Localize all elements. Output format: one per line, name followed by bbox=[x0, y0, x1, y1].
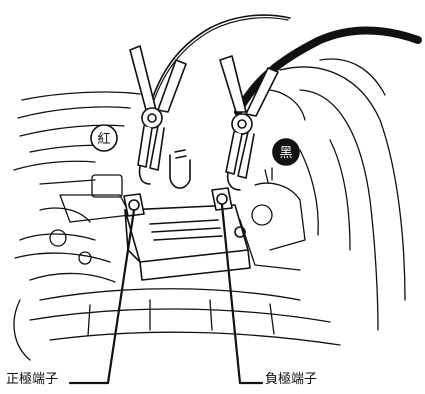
positive-jumper-cable bbox=[147, 14, 291, 113]
positive-terminal-label: 正極端子 bbox=[6, 372, 59, 387]
positive-leader-line bbox=[68, 208, 136, 385]
black-badge-text: 黑 bbox=[279, 146, 292, 161]
engine-bay-sketch bbox=[13, 58, 406, 361]
battery bbox=[124, 149, 251, 281]
negative-clamp bbox=[219, 55, 279, 191]
red-badge: 紅 bbox=[90, 124, 118, 152]
black-badge: 黑 bbox=[272, 138, 300, 166]
negative-jumper-cable bbox=[234, 26, 422, 116]
positive-clamp bbox=[129, 45, 187, 185]
negative-leader-line bbox=[220, 203, 264, 385]
negative-terminal-label: 負極端子 bbox=[265, 372, 318, 387]
positive-terminal-marker bbox=[123, 193, 145, 217]
red-badge-text: 紅 bbox=[97, 132, 110, 147]
